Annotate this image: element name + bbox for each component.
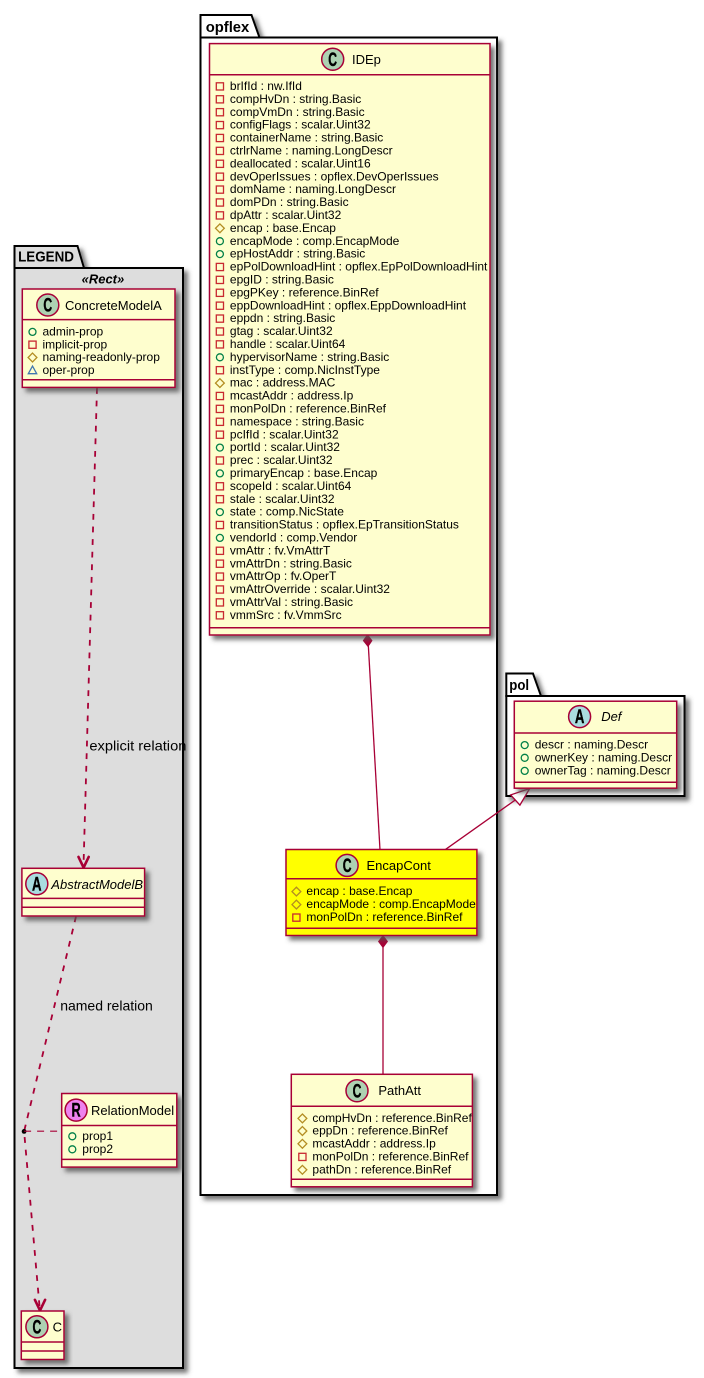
svg-text:eppDn : reference.BinRef: eppDn : reference.BinRef	[312, 1124, 448, 1138]
svg-text:eppdn : string.Basic: eppdn : string.Basic	[230, 311, 335, 325]
svg-text:monPolDn : reference.BinRef: monPolDn : reference.BinRef	[306, 910, 463, 924]
svg-text:encapMode : comp.EncapMode: encapMode : comp.EncapMode	[230, 234, 400, 248]
svg-text:mcastAddr : address.Ip: mcastAddr : address.Ip	[230, 389, 354, 403]
svg-text:domName : naming.LongDescr: domName : naming.LongDescr	[230, 182, 396, 196]
svg-text:epHostAddr : string.Basic: epHostAddr : string.Basic	[230, 247, 365, 261]
svg-text:admin-prop: admin-prop	[43, 325, 104, 339]
svg-text:primaryEncap : base.Encap: primaryEncap : base.Encap	[230, 466, 378, 480]
svg-text:vendorId : comp.Vendor: vendorId : comp.Vendor	[230, 531, 357, 545]
svg-text:vmAttrOverride : scalar.Uint32: vmAttrOverride : scalar.Uint32	[230, 582, 390, 596]
svg-text:C: C	[343, 855, 352, 877]
svg-text:PathAtt: PathAtt	[378, 1083, 421, 1098]
svg-text:R: R	[72, 1100, 81, 1122]
svg-text:monPolDn : reference.BinRef: monPolDn : reference.BinRef	[312, 1150, 469, 1164]
svg-text:C: C	[53, 1319, 62, 1334]
svg-text:epgPKey : reference.BinRef: epgPKey : reference.BinRef	[230, 285, 379, 299]
svg-text:hypervisorName : string.Basic: hypervisorName : string.Basic	[230, 350, 389, 364]
svg-text:brIfId : nw.IfId: brIfId : nw.IfId	[230, 79, 302, 93]
svg-text:pcIfId : scalar.Uint32: pcIfId : scalar.Uint32	[230, 427, 339, 441]
svg-text:ownerKey : naming.Descr: ownerKey : naming.Descr	[535, 750, 672, 764]
svg-text:ConcreteModelA: ConcreteModelA	[65, 298, 162, 313]
svg-text:monPolDn : reference.BinRef: monPolDn : reference.BinRef	[230, 402, 387, 416]
svg-text:handle : scalar.Uint64: handle : scalar.Uint64	[230, 337, 346, 351]
svg-text:C: C	[353, 1080, 362, 1102]
svg-text:descr : naming.Descr: descr : naming.Descr	[535, 738, 648, 752]
svg-text:implicit-prop: implicit-prop	[43, 337, 108, 351]
svg-text:mcastAddr : address.Ip: mcastAddr : address.Ip	[312, 1136, 436, 1150]
svg-text:C: C	[43, 295, 52, 317]
svg-text:configFlags : scalar.Uint32: configFlags : scalar.Uint32	[230, 118, 371, 132]
svg-text:pol: pol	[509, 677, 529, 694]
svg-text:naming-readonly-prop: naming-readonly-prop	[43, 350, 161, 364]
svg-text:transitionStatus : opflex.EpTr: transitionStatus : opflex.EpTransitionSt…	[230, 518, 459, 532]
svg-text:vmAttr : fv.VmAttrT: vmAttr : fv.VmAttrT	[230, 543, 331, 557]
svg-text:«Rect»: «Rect»	[82, 271, 125, 286]
svg-text:oper-prop: oper-prop	[43, 363, 95, 377]
svg-text:dpAttr : scalar.Uint32: dpAttr : scalar.Uint32	[230, 208, 342, 222]
svg-text:C: C	[33, 1316, 42, 1338]
svg-text:deallocated : scalar.Uint16: deallocated : scalar.Uint16	[230, 156, 371, 170]
svg-text:LEGEND: LEGEND	[18, 248, 74, 265]
svg-text:encap : base.Encap: encap : base.Encap	[306, 884, 412, 898]
svg-text:domPDn : string.Basic: domPDn : string.Basic	[230, 195, 349, 209]
svg-text:compHvDn : string.Basic: compHvDn : string.Basic	[230, 92, 361, 106]
svg-text:namespace : string.Basic: namespace : string.Basic	[230, 414, 364, 428]
svg-text:epPolDownloadHint : opflex.EpP: epPolDownloadHint : opflex.EpPolDownload…	[230, 260, 488, 274]
svg-text:ownerTag : naming.Descr: ownerTag : naming.Descr	[535, 764, 671, 778]
svg-text:Def: Def	[601, 709, 623, 724]
svg-text:C: C	[328, 49, 337, 71]
svg-text:devOperIssues : opflex.DevOper: devOperIssues : opflex.DevOperIssues	[230, 169, 439, 183]
svg-text:stale : scalar.Uint32: stale : scalar.Uint32	[230, 492, 335, 506]
svg-text:vmmSrc : fv.VmmSrc: vmmSrc : fv.VmmSrc	[230, 608, 342, 622]
svg-text:pathDn : reference.BinRef: pathDn : reference.BinRef	[312, 1162, 451, 1176]
svg-text:EncapCont: EncapCont	[367, 858, 432, 873]
svg-text:A: A	[32, 873, 42, 895]
svg-text:prop1: prop1	[82, 1129, 113, 1143]
svg-text:containerName : string.Basic: containerName : string.Basic	[230, 131, 383, 145]
svg-text:portId : scalar.Uint32: portId : scalar.Uint32	[230, 440, 340, 454]
svg-text:named relation: named relation	[60, 997, 153, 1013]
svg-text:ctrlrName : naming.LongDescr: ctrlrName : naming.LongDescr	[230, 144, 393, 158]
svg-text:A: A	[575, 706, 585, 728]
svg-text:vmAttrOp : fv.OperT: vmAttrOp : fv.OperT	[230, 569, 337, 583]
svg-text:vmAttrVal : string.Basic: vmAttrVal : string.Basic	[230, 595, 353, 609]
svg-text:compVmDn : string.Basic: compVmDn : string.Basic	[230, 105, 365, 119]
svg-text:opflex: opflex	[206, 19, 250, 36]
svg-text:prec : scalar.Uint32: prec : scalar.Uint32	[230, 453, 333, 467]
svg-text:explicit relation: explicit relation	[89, 737, 186, 753]
svg-text:compHvDn : reference.BinRef: compHvDn : reference.BinRef	[312, 1111, 472, 1125]
svg-text:vmAttrDn : string.Basic: vmAttrDn : string.Basic	[230, 556, 352, 570]
svg-text:prop2: prop2	[82, 1142, 113, 1156]
svg-text:encapMode : comp.EncapMode: encapMode : comp.EncapMode	[306, 897, 476, 911]
svg-text:gtag : scalar.Uint32: gtag : scalar.Uint32	[230, 324, 333, 338]
svg-text:epgID : string.Basic: epgID : string.Basic	[230, 273, 334, 287]
svg-text:mac : address.MAC: mac : address.MAC	[230, 376, 336, 390]
svg-text:AbstractModelB: AbstractModelB	[50, 877, 143, 892]
svg-text:state : comp.NicState: state : comp.NicState	[230, 505, 344, 519]
svg-text:instType : comp.NicInstType: instType : comp.NicInstType	[230, 363, 380, 377]
svg-text:IDEp: IDEp	[352, 52, 381, 67]
svg-text:RelationModel: RelationModel	[91, 1103, 174, 1118]
svg-text:encap : base.Encap: encap : base.Encap	[230, 221, 336, 235]
svg-text:eppDownloadHint : opflex.EppDo: eppDownloadHint : opflex.EppDownloadHint	[230, 298, 467, 312]
svg-text:scopeId : scalar.Uint64: scopeId : scalar.Uint64	[230, 479, 352, 493]
